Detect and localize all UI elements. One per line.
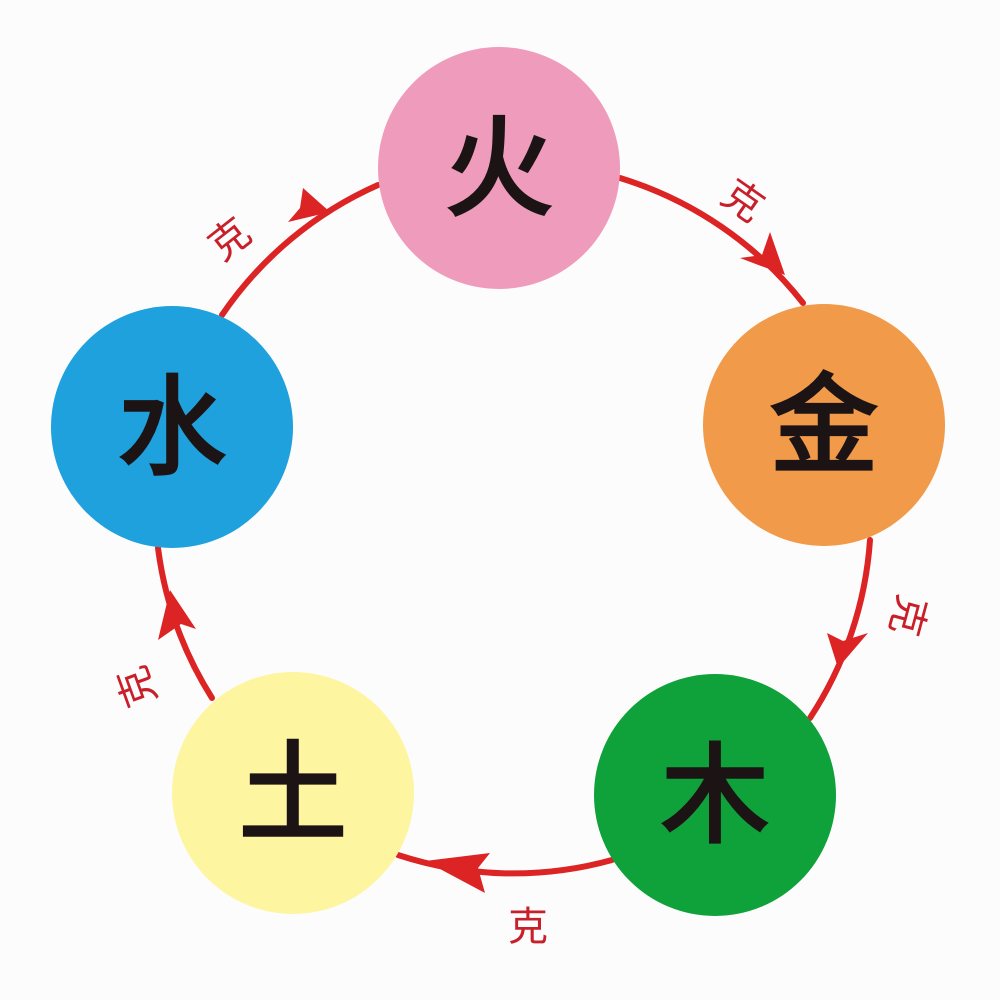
edges	[155, 175, 873, 893]
wood-label: 木	[661, 734, 769, 859]
node-fire: 火	[378, 47, 620, 289]
node-wood: 木	[594, 674, 836, 916]
edge-fire-to-metal	[617, 175, 806, 306]
label-fire-metal: 克	[713, 171, 772, 232]
node-metal: 金	[703, 304, 945, 546]
fire-label: 火	[445, 107, 553, 232]
fire-circle	[378, 47, 620, 289]
earth-label: 土	[239, 732, 347, 857]
water-label: 水	[118, 366, 227, 491]
edge-metal-to-wood	[807, 537, 873, 721]
arrow-fire-to-metal	[740, 232, 785, 275]
arrow-wood-to-earth	[425, 853, 490, 893]
label-wood-earth: 克	[508, 904, 548, 950]
node-water: 水	[51, 306, 293, 548]
metal-circle	[703, 304, 945, 546]
edge-wood-to-earth	[395, 852, 615, 877]
wood-circle	[594, 674, 836, 916]
label-water-fire: 克	[200, 209, 260, 270]
label-earth-water: 克	[109, 660, 166, 713]
node-earth: 土	[172, 672, 414, 914]
earth-circle	[172, 672, 414, 914]
arrow-metal-to-wood	[827, 633, 868, 668]
label-metal-wood: 克	[880, 590, 935, 641]
arrow-earth-to-water	[158, 590, 196, 640]
arrow-water-to-fire	[288, 188, 330, 222]
water-circle	[51, 306, 293, 548]
metal-label: 金	[769, 364, 879, 489]
edge-water-to-fire	[219, 182, 381, 318]
